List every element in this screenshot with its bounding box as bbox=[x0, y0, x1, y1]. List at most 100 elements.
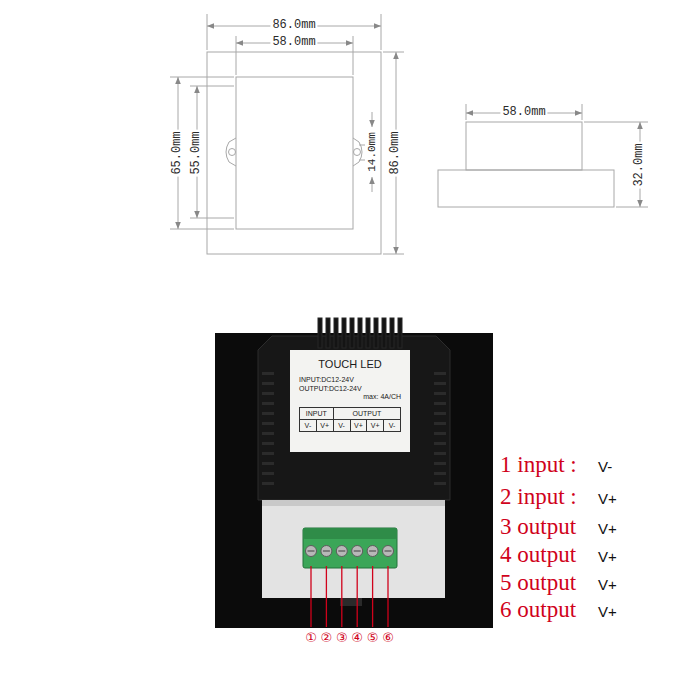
table-cell: INPUT bbox=[300, 408, 334, 420]
pin-label: 4 output bbox=[500, 542, 576, 567]
label-sticker: TOUCH LEDINPUT:DC12-24VOUTPUT:DC12-24Vma… bbox=[290, 350, 410, 452]
table-cell: V- bbox=[334, 420, 351, 432]
rib bbox=[434, 382, 446, 385]
spec-text: INPUT:DC12-24V bbox=[299, 376, 401, 385]
signal-name: V+ bbox=[598, 491, 617, 508]
screw bbox=[306, 546, 317, 557]
callout-number: ② bbox=[321, 631, 333, 645]
dimension-text: 58.0mm bbox=[270, 36, 317, 49]
cooling-fins bbox=[318, 318, 402, 348]
extension-line bbox=[170, 229, 234, 230]
fin bbox=[390, 318, 394, 348]
terminal-top bbox=[303, 528, 397, 539]
extension-line bbox=[207, 14, 208, 50]
pin-label: 6 output bbox=[500, 597, 576, 622]
rib bbox=[434, 442, 446, 445]
fin bbox=[326, 318, 330, 348]
extension-line bbox=[383, 52, 404, 53]
rib bbox=[434, 452, 446, 455]
pin-label: 3 output bbox=[500, 514, 576, 539]
signal-name: V+ bbox=[598, 549, 617, 566]
rib bbox=[262, 472, 274, 475]
signal-name: V- bbox=[598, 459, 612, 476]
dimension-text: 55.0mm bbox=[190, 129, 203, 176]
fin bbox=[334, 318, 338, 348]
screw-slot bbox=[323, 550, 330, 551]
screw-head bbox=[352, 546, 363, 557]
fin bbox=[366, 318, 370, 348]
dimension-text: 86.0mm bbox=[389, 129, 402, 176]
rib bbox=[434, 482, 446, 485]
extension-line bbox=[582, 104, 583, 120]
rib bbox=[262, 392, 274, 395]
side-view bbox=[438, 122, 614, 207]
dimension-text: 86.0mm bbox=[270, 19, 317, 32]
leader-line bbox=[357, 566, 358, 627]
callout-number: ⑤ bbox=[367, 631, 379, 645]
signal-name: V+ bbox=[598, 521, 617, 538]
mount-ear bbox=[226, 138, 236, 166]
rib bbox=[262, 372, 274, 375]
rib bbox=[262, 452, 274, 455]
leader-line bbox=[326, 566, 327, 627]
device-photo bbox=[215, 318, 493, 628]
dimension-lines bbox=[170, 14, 648, 254]
dimension-text: 32.0mm bbox=[633, 141, 646, 188]
inner-box bbox=[236, 77, 353, 229]
rib bbox=[262, 422, 274, 425]
fin bbox=[350, 318, 354, 348]
fin bbox=[342, 318, 346, 348]
rib bbox=[434, 392, 446, 395]
rib bbox=[434, 412, 446, 415]
signal-name: V+ bbox=[598, 604, 617, 621]
fin bbox=[398, 318, 402, 348]
leader-line bbox=[387, 566, 388, 627]
dimension-text: 65.0mm bbox=[171, 129, 184, 176]
dimension-text: 58.0mm bbox=[500, 106, 547, 119]
screw-slot bbox=[369, 550, 376, 551]
rib bbox=[262, 412, 274, 415]
plate-notch bbox=[340, 598, 362, 606]
callout-number: ③ bbox=[336, 631, 348, 645]
terminal-screws bbox=[306, 546, 394, 557]
screw-slot bbox=[338, 550, 345, 551]
leader-line bbox=[341, 566, 342, 627]
extension-line bbox=[353, 36, 354, 75]
extension-line bbox=[359, 160, 365, 161]
rib bbox=[434, 402, 446, 405]
screw bbox=[367, 546, 378, 557]
pin-label: 1 input : bbox=[500, 452, 577, 477]
table-cell: V+ bbox=[317, 420, 334, 432]
rib bbox=[262, 462, 274, 465]
side-body bbox=[466, 122, 582, 170]
product-name: TOUCH LED bbox=[299, 358, 401, 372]
table-cell: V+ bbox=[351, 420, 368, 432]
terminal-table: INPUTOUTPUTV-V+V-V+V+V- bbox=[299, 407, 401, 432]
table-cell: V- bbox=[384, 420, 401, 432]
rib bbox=[262, 442, 274, 445]
pin-label: 2 input : bbox=[500, 484, 577, 509]
rib bbox=[262, 402, 274, 405]
extension-line bbox=[236, 36, 237, 75]
side-plate bbox=[438, 170, 614, 207]
extension-line bbox=[383, 254, 404, 255]
rib bbox=[262, 482, 274, 485]
spec-text: max: 4A/CH bbox=[299, 393, 401, 402]
screw bbox=[383, 546, 394, 557]
screw-head bbox=[306, 546, 317, 557]
screw-slot bbox=[385, 550, 392, 551]
mount-hole bbox=[229, 149, 236, 156]
extension-line bbox=[466, 104, 467, 120]
rib bbox=[434, 472, 446, 475]
fin bbox=[358, 318, 362, 348]
front-view bbox=[207, 52, 381, 254]
leader-line bbox=[372, 566, 373, 627]
outer-plate bbox=[207, 52, 381, 254]
screw bbox=[352, 546, 363, 557]
extension-line bbox=[381, 14, 382, 50]
extension-line bbox=[170, 77, 234, 78]
mount-ear bbox=[353, 138, 362, 166]
fin bbox=[318, 318, 322, 348]
extension-line bbox=[584, 122, 648, 123]
screw-slot bbox=[354, 550, 361, 551]
